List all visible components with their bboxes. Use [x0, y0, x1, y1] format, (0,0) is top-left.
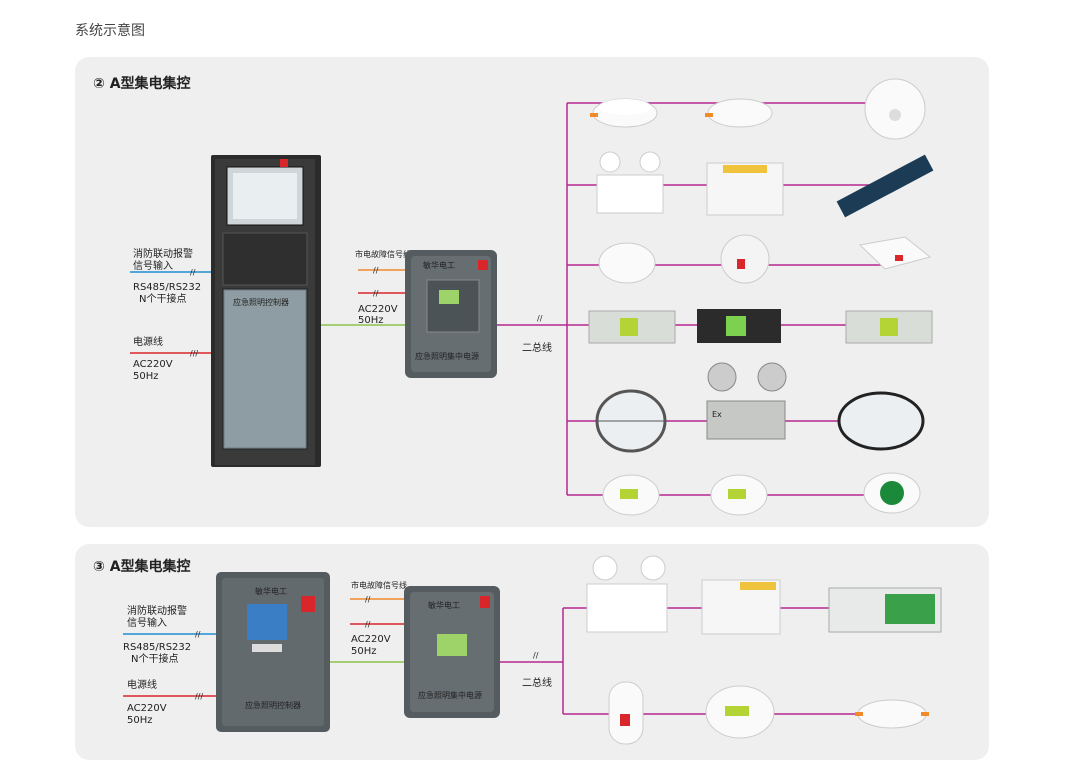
panel-title: ③ A型集电集控 [93, 559, 191, 575]
svg-text:///: /// [195, 692, 203, 701]
rs-label: RS485/RS232 [133, 282, 201, 293]
ac2-label-2: 50Hz [358, 315, 384, 326]
svg-text://: // [373, 266, 379, 275]
svg-text://: // [537, 314, 543, 323]
svg-text:Ex: Ex [712, 410, 722, 419]
fault-label: 市电故障信号线 [355, 249, 411, 259]
panel-title: ② A型集电集控 [93, 76, 191, 92]
controller-label: 应急照明控制器 [245, 700, 301, 710]
power-supply-box: 敏华电工 应急照明集中电源 [404, 586, 500, 718]
device-row-b1 [586, 555, 942, 635]
diagram-panel-a: ② A型集电集控 // 二总线 // 消防联动报警 信号输入 RS485/RS2… [75, 57, 989, 527]
ac2-label-2: 50Hz [351, 646, 377, 657]
ac2-label-1: AC220V [358, 304, 398, 315]
controller-cabinet: 应急照明控制器 [211, 155, 321, 467]
svg-text://: // [190, 268, 196, 277]
ac2-label-1: AC220V [351, 634, 391, 645]
signal-label-2: 信号输入 [127, 616, 167, 629]
page-title: 系统示意图 [75, 23, 145, 39]
svg-text:///: /// [190, 349, 198, 358]
svg-text://: // [365, 595, 371, 604]
device-row-5: Ex [595, 362, 925, 453]
n-label: N个干接点 [139, 292, 186, 305]
svg-text://: // [373, 289, 379, 298]
ac-label-2: 50Hz [133, 371, 159, 382]
diagram-panel-b: ③ A型集电集控 // 消防联动报警 信号输入 RS485/RS232 N个干接… [75, 544, 989, 760]
fault-label: 市电故障信号线 [351, 580, 407, 590]
system-diagram-a: // 二总线 // 消防联动报警 信号输入 RS485/RS232 N个干接点 … [130, 78, 934, 516]
box-label: 应急照明集中电源 [415, 351, 479, 361]
cabinet-label: 应急照明控制器 [233, 297, 289, 307]
bus-label: 二总线 [522, 341, 552, 354]
controller-unit: 敏华电工 应急照明控制器 [216, 572, 330, 732]
rs-label: RS485/RS232 [123, 642, 191, 653]
device-row-3 [598, 234, 932, 284]
bus-label: 二总线 [522, 676, 552, 689]
power-label: 电源线 [127, 678, 157, 691]
device-row-6 [602, 472, 921, 516]
power-label: 电源线 [133, 335, 163, 348]
device-row-2 [596, 151, 934, 218]
device-row-4 [588, 309, 933, 344]
signal-label-1: 消防联动报警 [133, 247, 193, 260]
ac-label-1: AC220V [133, 359, 173, 370]
power-supply-box: 敏华电工 应急照明集中电源 [405, 250, 497, 378]
device-row-b2 [608, 681, 929, 745]
box-brand: 敏华电工 [423, 260, 455, 270]
signal-label-2: 信号输入 [133, 259, 173, 272]
box-label: 应急照明集中电源 [418, 690, 482, 700]
svg-text://: // [195, 630, 201, 639]
controller-brand: 敏华电工 [255, 586, 287, 596]
signal-label-1: 消防联动报警 [127, 604, 187, 617]
device-row-1 [590, 78, 926, 140]
ac-label-1: AC220V [127, 703, 167, 714]
n-label: N个干接点 [131, 652, 178, 665]
ac-label-2: 50Hz [127, 715, 153, 726]
system-diagram-b: // 消防联动报警 信号输入 RS485/RS232 N个干接点 /// 电源线… [123, 555, 942, 745]
box-brand: 敏华电工 [428, 600, 460, 610]
svg-text://: // [365, 620, 371, 629]
svg-text://: // [533, 651, 539, 660]
